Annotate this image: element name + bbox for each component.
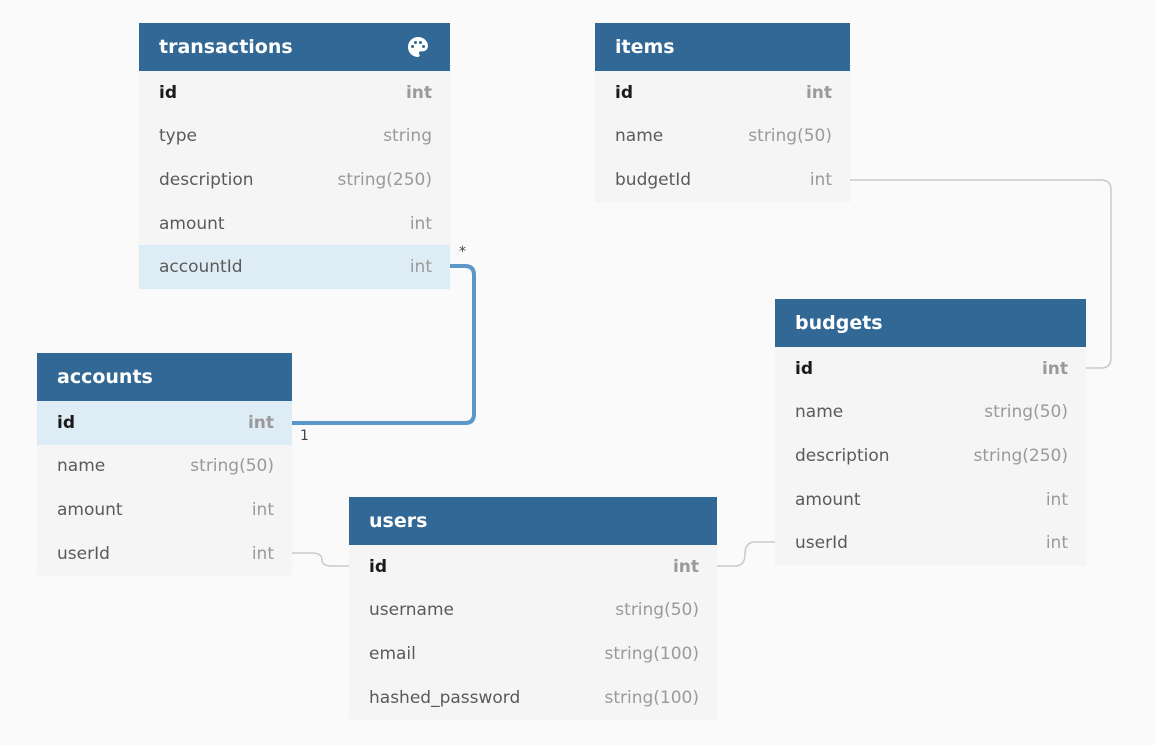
table-header-items[interactable]: items (595, 23, 850, 71)
field-type: int (1041, 358, 1068, 379)
table-header-budgets[interactable]: budgets (775, 299, 1086, 347)
field-name: name (615, 126, 664, 147)
field-row-amount[interactable]: amount int (775, 478, 1086, 522)
field-name: name (57, 456, 106, 477)
field-name: name (795, 402, 844, 423)
field-name: id (369, 556, 387, 577)
field-row-id[interactable]: id int (37, 401, 292, 445)
field-row-accountId[interactable]: accountId int (139, 245, 450, 289)
field-name: accountId (159, 257, 243, 278)
field-name: amount (159, 213, 225, 234)
field-name: amount (57, 499, 123, 520)
field-name: budgetId (615, 169, 692, 190)
field-name: username (369, 600, 454, 621)
relation-transactions-accounts[interactable] (292, 264, 476, 425)
field-name: description (795, 445, 890, 466)
table-title: transactions (159, 36, 293, 58)
field-type: int (805, 82, 832, 103)
field-type: int (251, 543, 274, 564)
palette-icon[interactable] (406, 35, 430, 59)
table-title: users (369, 510, 428, 532)
table-header-accounts[interactable]: accounts (37, 353, 292, 401)
field-row-id[interactable]: id int (775, 347, 1086, 391)
table-header-users[interactable]: users (349, 497, 717, 545)
field-type: int (247, 412, 274, 433)
field-type: string(250) (973, 445, 1068, 466)
relation-items-budgets[interactable] (850, 179, 1112, 369)
field-name: id (57, 412, 75, 433)
field-name: email (369, 643, 416, 664)
field-row-name[interactable]: name string(50) (775, 391, 1086, 435)
field-type: int (1045, 489, 1068, 510)
field-type: string(50) (748, 126, 832, 147)
field-row-email[interactable]: email string(100) (349, 632, 717, 676)
field-type: string(50) (190, 456, 274, 477)
field-type: int (409, 257, 432, 278)
field-name: userId (57, 543, 110, 564)
field-type: string(50) (984, 402, 1068, 423)
table-budgets[interactable]: budgets id int name string(50) descripti… (775, 299, 1086, 565)
field-row-amount[interactable]: amount int (37, 488, 292, 532)
field-name: id (159, 82, 177, 103)
table-title: accounts (57, 366, 153, 388)
field-type: string(100) (604, 643, 699, 664)
field-name: description (159, 169, 254, 190)
field-type: int (672, 556, 699, 577)
field-type: int (409, 213, 432, 234)
field-row-budgetId[interactable]: budgetId int (595, 158, 850, 202)
table-header-transactions[interactable]: transactions (139, 23, 450, 71)
field-row-id[interactable]: id int (595, 71, 850, 115)
field-row-type[interactable]: type string (139, 115, 450, 159)
field-type: int (1045, 533, 1068, 554)
field-row-description[interactable]: description string(250) (775, 434, 1086, 478)
field-type: int (809, 169, 832, 190)
table-items[interactable]: items id int name string(50) budgetId in… (595, 23, 850, 202)
field-name: id (795, 358, 813, 379)
cardinality-one-label: 1 (300, 428, 309, 444)
field-type: string (383, 126, 432, 147)
field-row-name[interactable]: name string(50) (37, 445, 292, 489)
field-row-id[interactable]: id int (139, 71, 450, 115)
field-name: hashed_password (369, 687, 521, 708)
field-row-username[interactable]: username string(50) (349, 589, 717, 633)
table-title: budgets (795, 312, 883, 334)
field-row-hashed_password[interactable]: hashed_password string(100) (349, 676, 717, 720)
relation-budgets-users[interactable] (717, 541, 775, 567)
field-row-id[interactable]: id int (349, 545, 717, 589)
field-row-amount[interactable]: amount int (139, 202, 450, 246)
table-accounts[interactable]: accounts id int name string(50) amount i… (37, 353, 292, 576)
table-title: items (615, 36, 675, 58)
field-name: amount (795, 489, 861, 510)
field-type: int (251, 499, 274, 520)
table-transactions[interactable]: transactions id int type string descript… (139, 23, 450, 289)
field-name: type (159, 126, 197, 147)
field-name: userId (795, 533, 848, 554)
field-type: string(50) (615, 600, 699, 621)
cardinality-many-label: * (459, 244, 466, 260)
field-row-userId[interactable]: userId int (37, 532, 292, 576)
field-type: string(250) (337, 169, 432, 190)
field-type: string(100) (604, 687, 699, 708)
field-name: id (615, 82, 633, 103)
relation-accounts-users[interactable] (292, 552, 349, 567)
table-users[interactable]: users id int username string(50) email s… (349, 497, 717, 720)
field-row-userId[interactable]: userId int (775, 521, 1086, 565)
field-type: int (405, 82, 432, 103)
field-row-description[interactable]: description string(250) (139, 158, 450, 202)
field-row-name[interactable]: name string(50) (595, 115, 850, 159)
